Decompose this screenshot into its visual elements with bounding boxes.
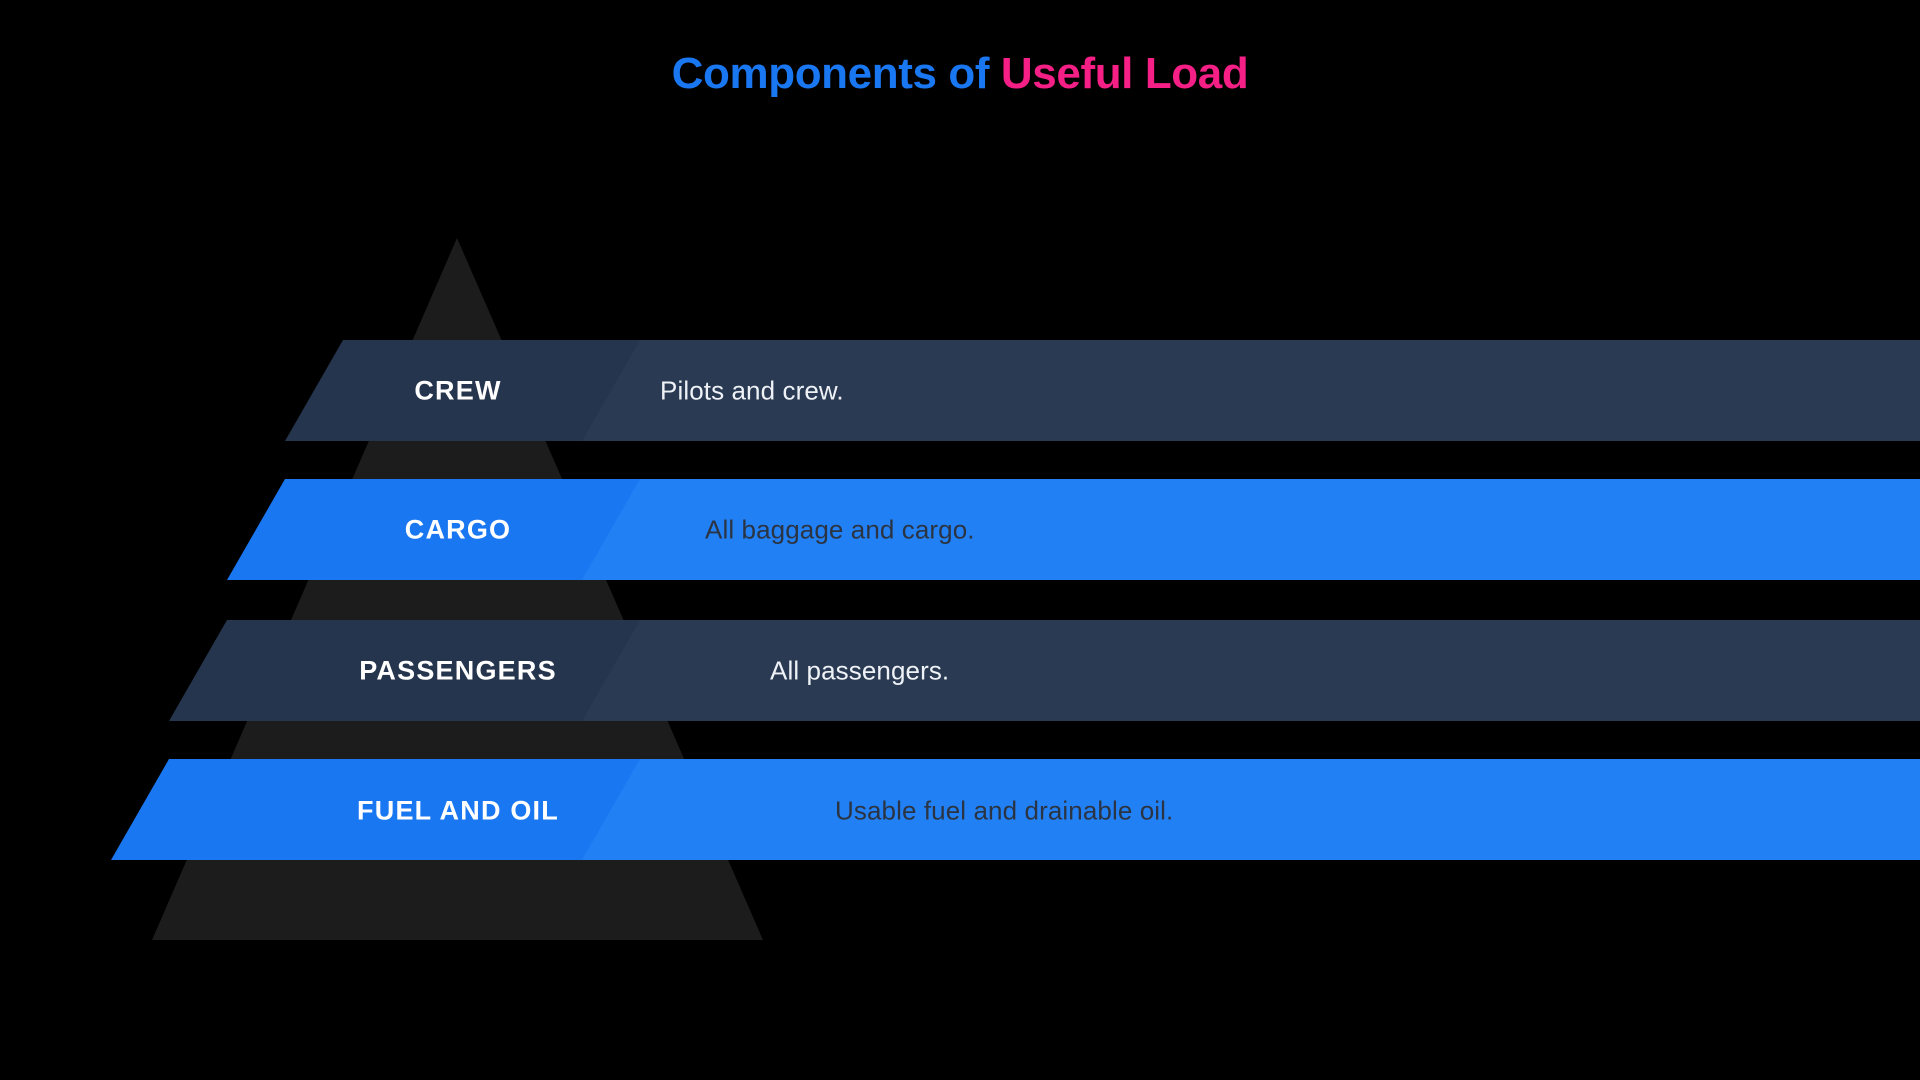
pyramid-level-4[interactable] [111, 759, 1920, 860]
level-3-sheen [582, 620, 1920, 721]
level-3-description[interactable]: All passengers. [770, 655, 950, 686]
level-2-description[interactable]: All baggage and cargo. [705, 514, 975, 545]
level-2-label[interactable]: CARGO [404, 514, 512, 545]
level-4-label[interactable]: FUEL AND OIL [357, 795, 559, 826]
level-1-sheen [582, 340, 1920, 441]
level-2-sheen [582, 479, 1920, 580]
pyramid-level-1[interactable] [285, 340, 1920, 441]
page-title-accent: Useful Load [1000, 49, 1249, 98]
pyramid-level-3[interactable] [169, 620, 1920, 721]
pyramid-level-2[interactable] [227, 479, 1920, 580]
level-4-sheen [582, 759, 1920, 860]
level-1-label[interactable]: CREW [414, 375, 502, 406]
level-3-label[interactable]: PASSENGERS [359, 655, 557, 686]
level-1-description[interactable]: Pilots and crew. [660, 375, 844, 406]
level-4-description[interactable]: Usable fuel and drainable oil. [835, 795, 1174, 826]
page-title-primary: Components of [671, 49, 1001, 98]
page-title: Components of Useful Load [0, 49, 1920, 98]
